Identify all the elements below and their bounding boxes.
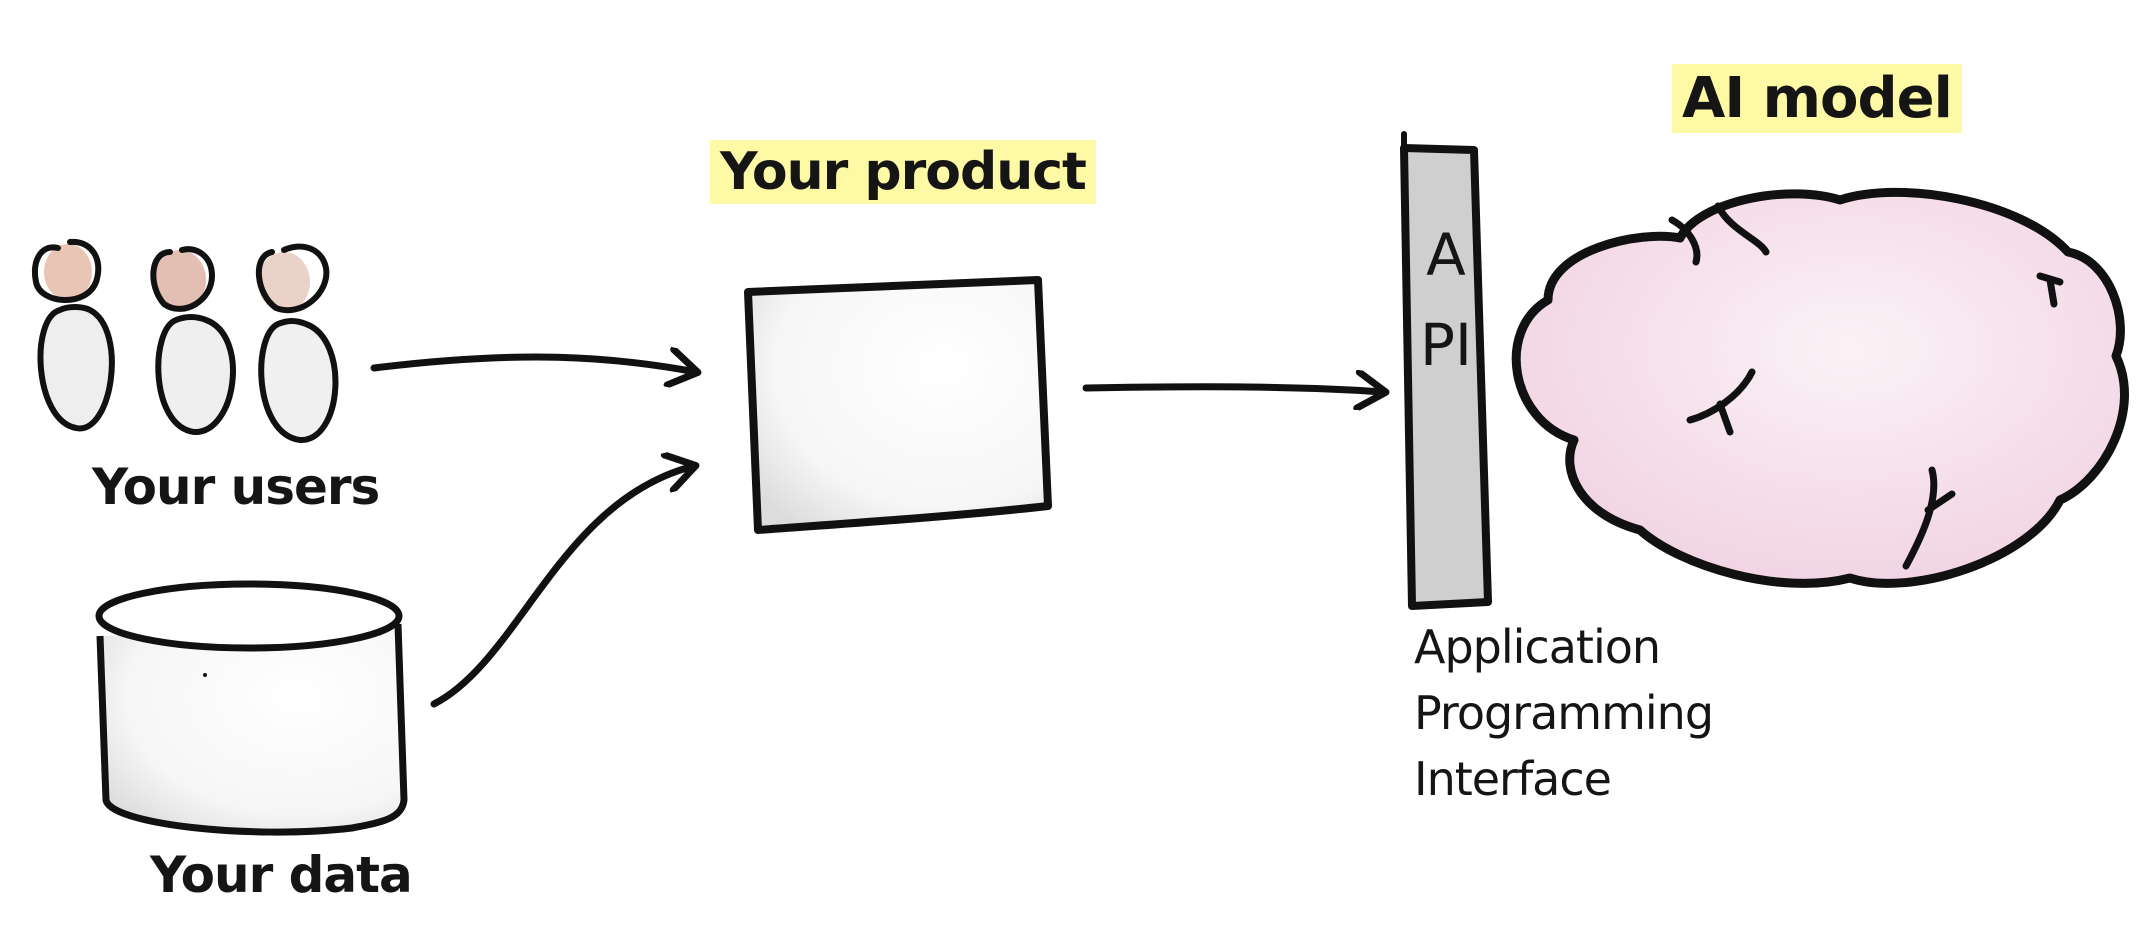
users-icon (32, 238, 339, 444)
api-fullname-line-3: Interface (1414, 752, 1612, 806)
api-fullname: Application Programming Interface (1414, 614, 1714, 812)
arrow-product-to-api (1082, 387, 1384, 392)
your-product-label: Your product (710, 140, 1096, 204)
your-users-label: Your users (92, 458, 380, 516)
api-letters: API (1418, 210, 1474, 390)
api-text: API (1419, 221, 1473, 379)
api-bar (1400, 131, 1492, 610)
api-fullname-line-2: Programming (1414, 686, 1714, 740)
arrow-users-to-product (370, 357, 696, 372)
user-figure (256, 243, 339, 444)
ai-model-cloud-icon (1511, 187, 2129, 588)
user-figure (32, 238, 115, 432)
user-figure (150, 246, 236, 436)
ai-model-label: AI model (1672, 64, 1962, 133)
arrow-data-to-product (430, 466, 694, 708)
api-fullname-line-1: Application (1414, 620, 1661, 674)
your-data-label: Your data (150, 846, 413, 904)
database-icon (95, 580, 408, 836)
product-box-icon (744, 276, 1052, 534)
